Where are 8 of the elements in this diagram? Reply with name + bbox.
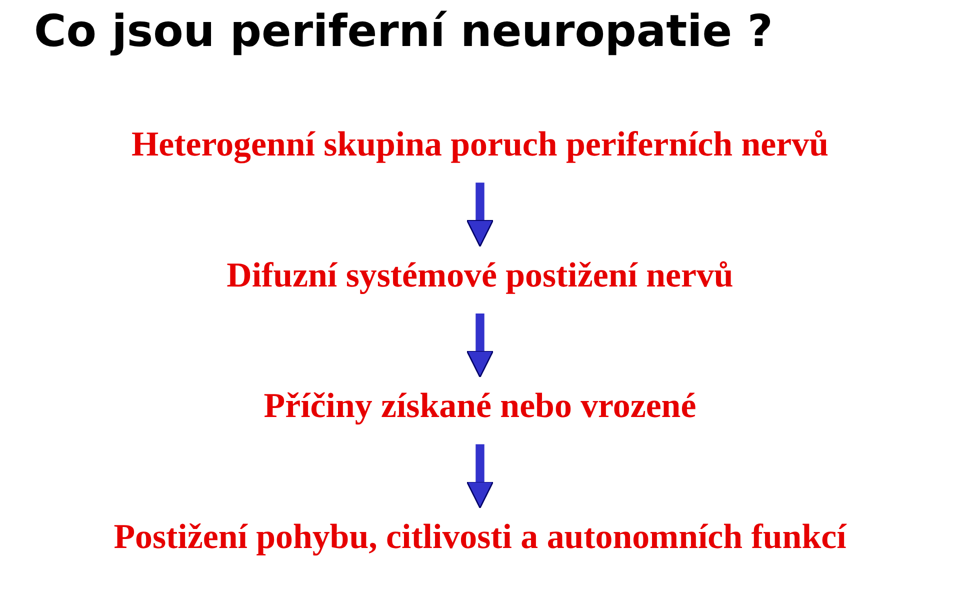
slide-title: Co jsou periferní neuropatie ? — [34, 5, 773, 59]
step-text: Příčiny získané nebo vrozené — [264, 380, 696, 432]
step-text: Heterogenní skupina poruch periferních nervů — [132, 118, 828, 170]
step-text: Difuzní systémové postižení nervů — [226, 248, 734, 302]
down-arrow — [466, 313, 494, 378]
step-text: Postižení pohybu, citlivosti a autonomních funkcí — [114, 510, 846, 563]
down-arrow — [466, 182, 494, 247]
down-arrow — [466, 444, 494, 509]
